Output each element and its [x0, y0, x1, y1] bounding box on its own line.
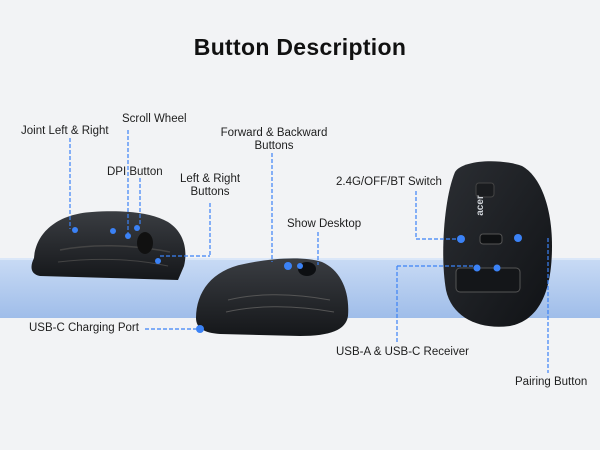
- joint-left-right-label: Joint Left & Right: [21, 125, 109, 137]
- pairing-button-label: Pairing Button: [515, 376, 588, 388]
- page-title: Button Description: [193, 34, 407, 60]
- receiver-label: USB-A & USB-C Receiver: [336, 346, 469, 358]
- left-right-line1: Left & Right: [179, 173, 241, 185]
- left-right-buttons-label: Left & Right Buttons: [166, 173, 254, 199]
- show-desktop-label: Show Desktop: [287, 218, 362, 230]
- left-right-line2: Buttons: [190, 186, 230, 198]
- brand-logo: acer: [474, 195, 486, 216]
- forward-backward-line1: Forward & Backward: [220, 127, 328, 139]
- forward-backward-buttons-label: Forward & Backward Buttons: [214, 127, 334, 153]
- forward-backward-line2: Buttons: [254, 140, 294, 152]
- scroll-wheel-label: Scroll Wheel: [122, 113, 187, 125]
- callout-lines: [69, 130, 549, 373]
- mode-switch-label: 2.4G/OFF/BT Switch: [336, 176, 442, 188]
- mouse-front-view: [196, 258, 349, 336]
- dpi-button-label: DPI Button: [107, 166, 163, 178]
- mouse-side-view: [31, 211, 186, 280]
- usbc-charging-port-label: USB-C Charging Port: [29, 322, 139, 334]
- mouse-bottom-view: [443, 161, 552, 327]
